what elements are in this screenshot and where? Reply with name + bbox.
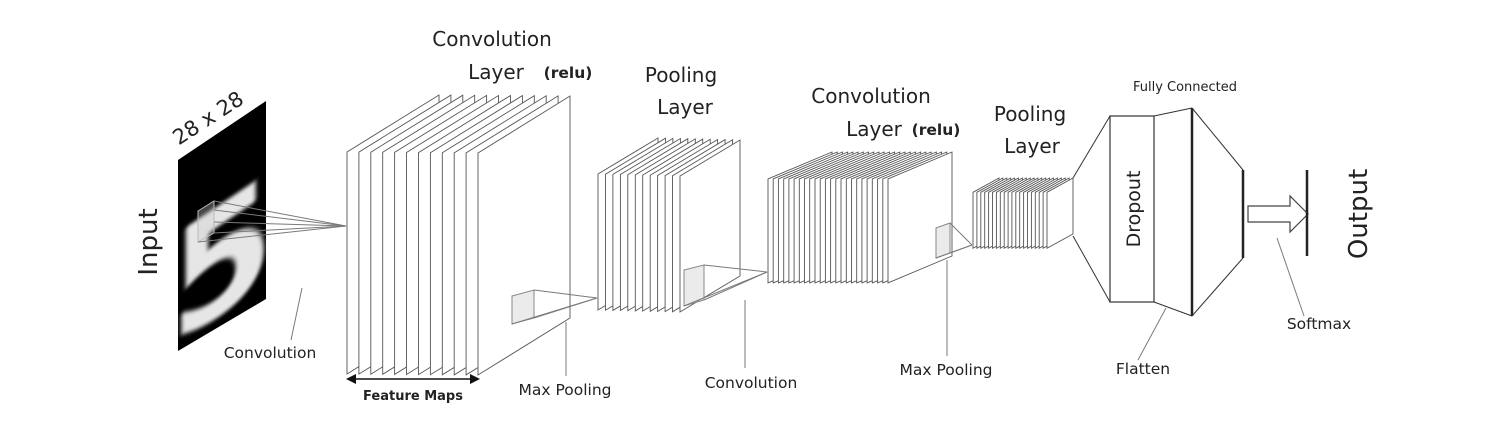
output-arrow	[1247, 194, 1309, 234]
pooling-layer-1-feature-maps	[597, 137, 741, 313]
fully-connected-block	[1072, 107, 1245, 317]
pooling-layer-1-sub: Layer	[657, 95, 714, 119]
max-pooling-1-window	[511, 289, 598, 325]
conv-layer-1-activation: (relu)	[544, 64, 593, 82]
feature-map-sheet	[1046, 177, 1074, 250]
pointer-lines	[290, 237, 1305, 376]
conv-layer-1-feature-maps	[346, 94, 571, 376]
conv-layer-1-title: Convolution	[432, 27, 552, 51]
fully-connected-label: Fully Connected	[1133, 80, 1237, 95]
dropout-label: Dropout	[1123, 171, 1145, 248]
input-projection-lines	[197, 200, 347, 243]
flatten-label: Flatten	[1116, 360, 1170, 378]
pooling-layer-2-title: Pooling	[994, 102, 1066, 126]
conv-layer-2-sub: Layer	[846, 117, 903, 141]
max-pooling-2-label: Max Pooling	[899, 361, 992, 379]
convolution-2-label: Convolution	[705, 374, 798, 392]
dropout-box	[1109, 115, 1155, 303]
pooling-layer-2-sub: Layer	[1004, 134, 1061, 158]
max-pooling-1-label: Max Pooling	[518, 381, 611, 399]
feature-map-sheet	[477, 95, 571, 376]
convolution-2-window	[683, 264, 768, 307]
pooling-layer-1-title: Pooling	[645, 63, 717, 87]
max-pooling-2-window	[935, 222, 973, 259]
feature-maps-label: Feature Maps	[363, 389, 463, 404]
conv-layer-2-feature-maps	[767, 151, 953, 284]
feature-maps-arrow	[346, 374, 480, 384]
softmax-label: Softmax	[1287, 315, 1351, 333]
input-label: Input	[134, 208, 164, 275]
convolution-1-label: Convolution	[224, 344, 317, 362]
conv-layer-2-activation: (relu)	[912, 121, 961, 139]
output-label: Output	[1344, 169, 1374, 259]
conv-layer-2-title: Convolution	[811, 84, 931, 108]
conv-layer-1-sub: Layer	[468, 60, 525, 84]
pooling-layer-2-feature-maps	[972, 177, 1074, 250]
